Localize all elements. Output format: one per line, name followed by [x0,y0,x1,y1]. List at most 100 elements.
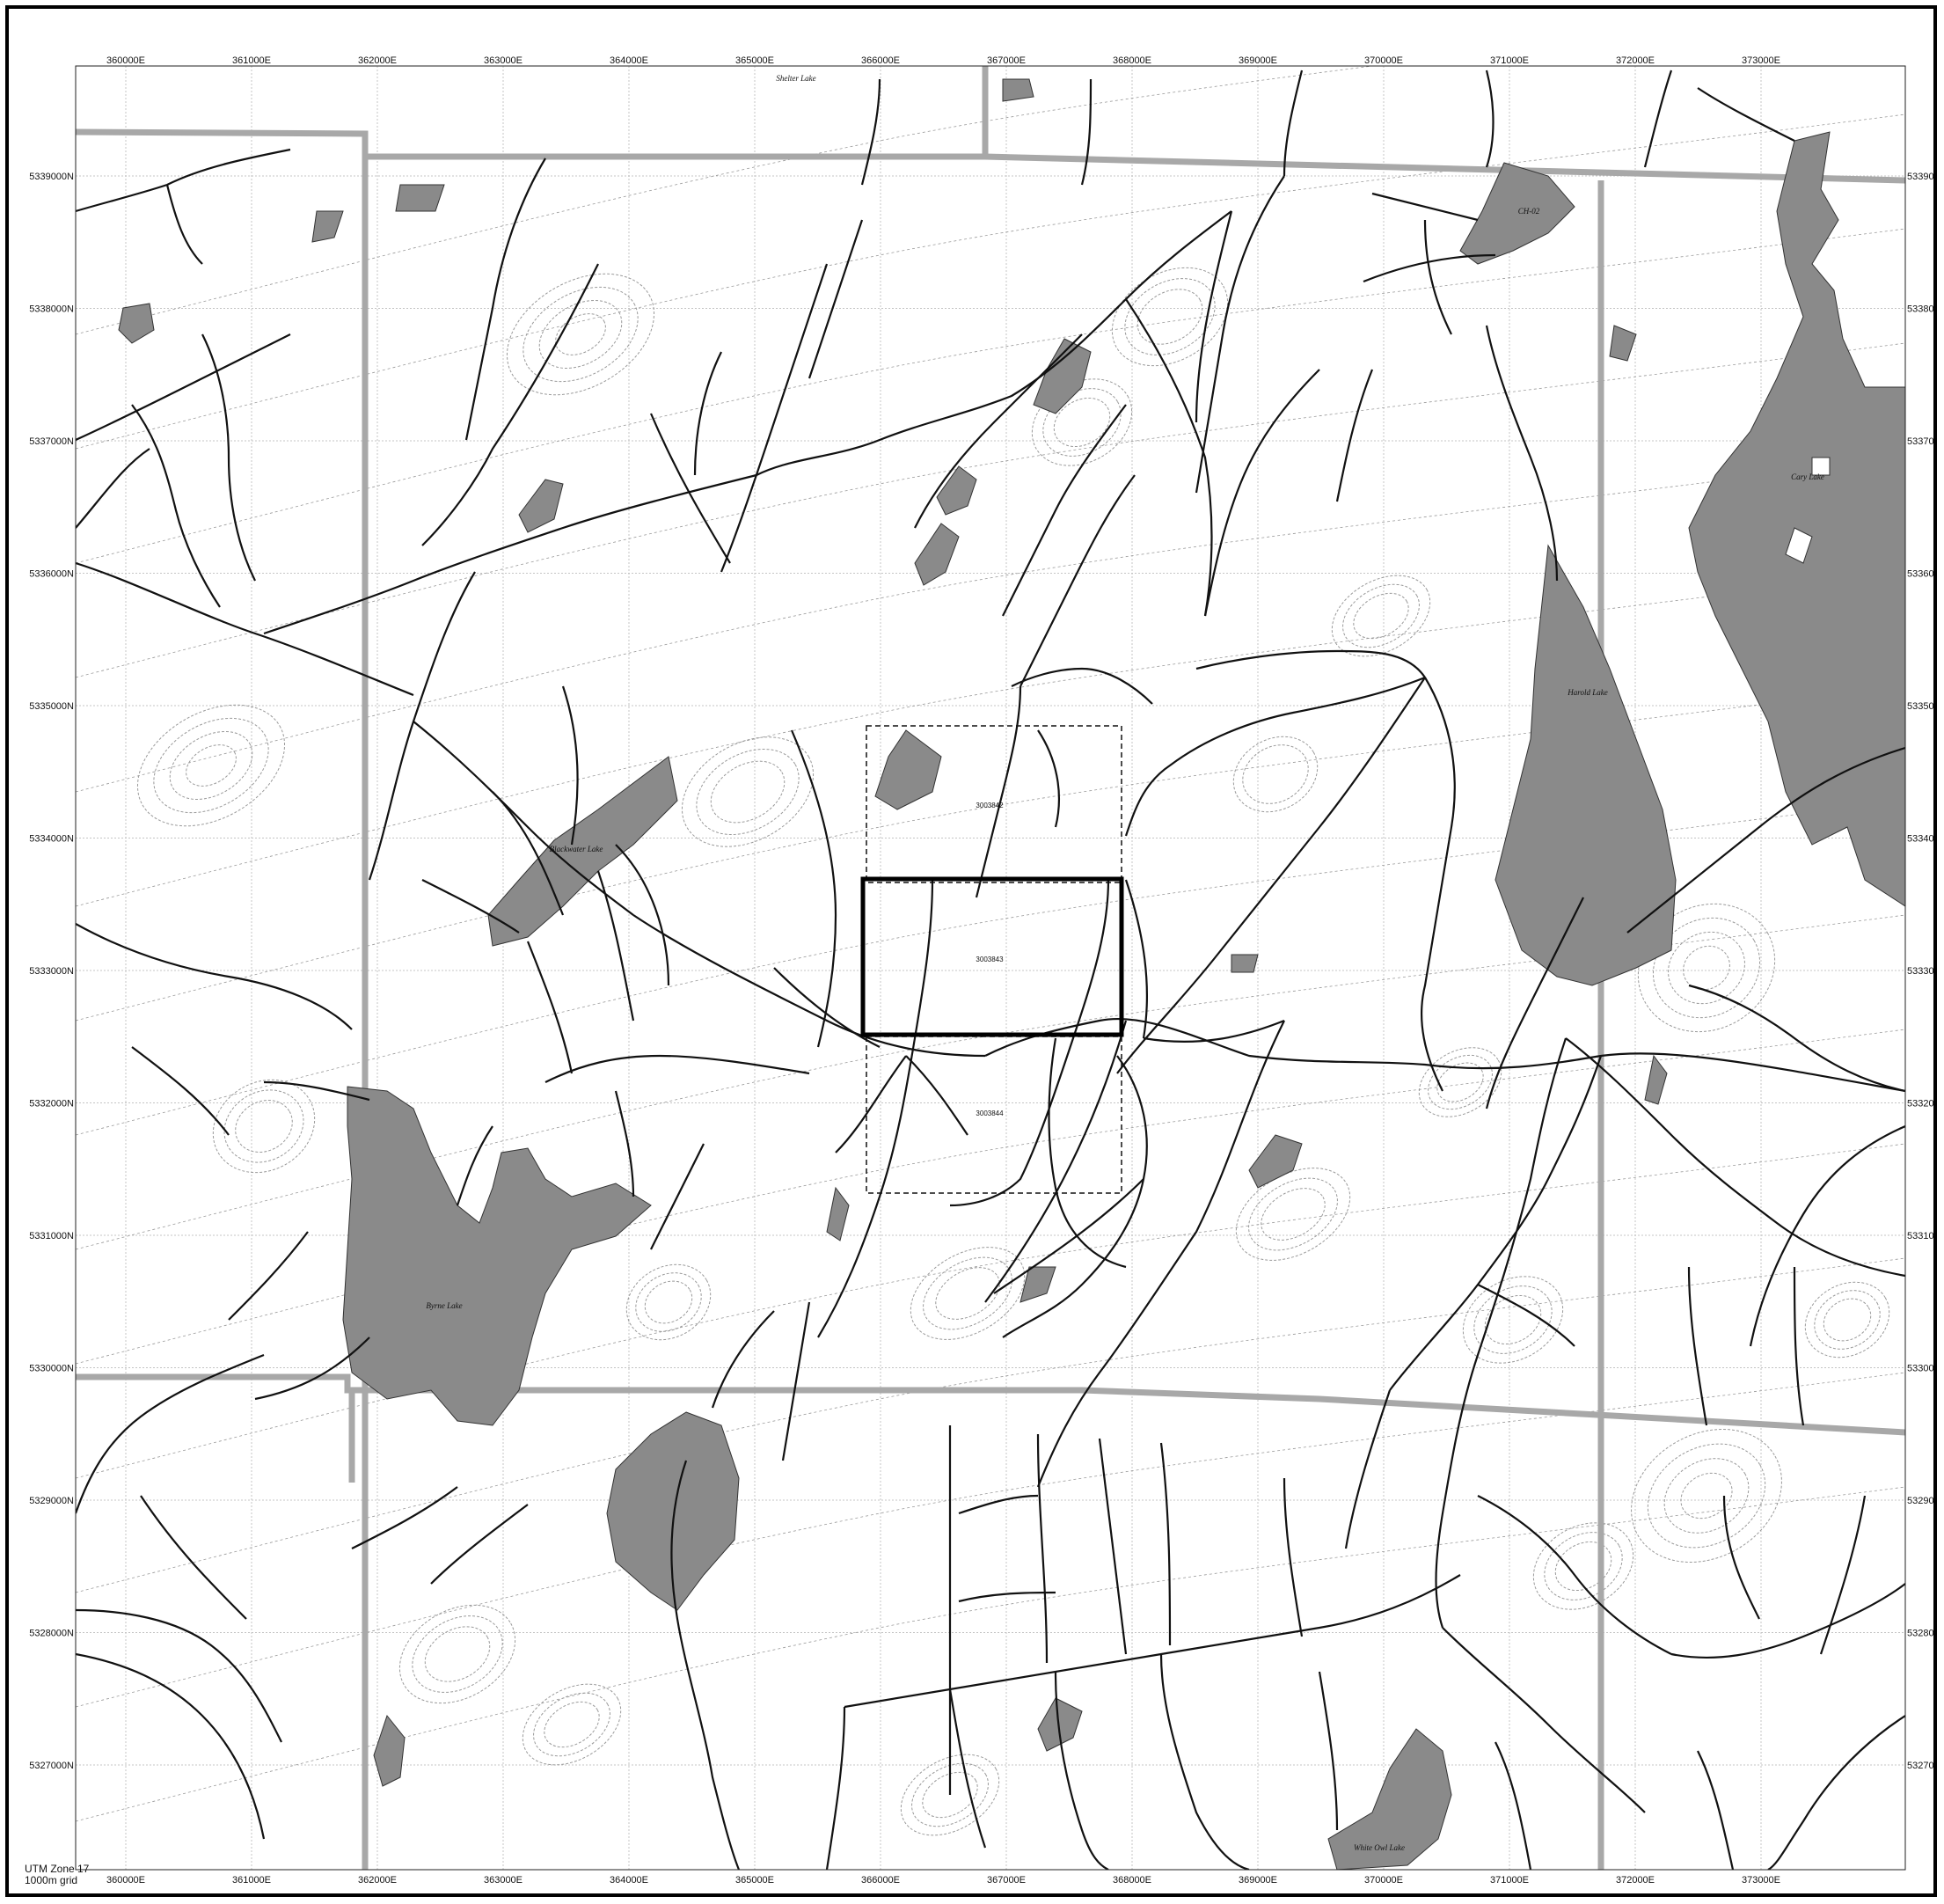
contour-ring [1814,1290,1881,1350]
lake-label-blackwater: Blackwater Lake [550,845,603,853]
white-owl-lake [1327,1728,1452,1870]
easting-label-top: 367000E [987,55,1026,66]
contour-ring [424,1626,491,1682]
easting-label-top: 370000E [1364,55,1403,66]
contour-ring [555,313,606,355]
northing-label-right: 53350 [1907,701,1934,712]
easting-label-bottom: 372000E [1616,1875,1655,1886]
northing-label-right: 53380 [1907,304,1934,315]
contour-ring [1652,917,1761,1019]
contour-ring [523,286,639,383]
contour-ring [696,748,800,836]
northing-label-right: 53360 [1907,569,1934,580]
easting-label-top: 369000E [1239,55,1277,66]
easting-label-bottom: 362000E [358,1875,397,1886]
byrne-lake [342,1086,652,1426]
contour-line [76,1143,1905,1479]
contour-line [76,685,1905,1022]
contour-line [76,1257,1905,1593]
map-neatline [75,65,1906,1871]
easting-label-top: 366000E [861,55,900,66]
lake-label-cary: Cary Lake [1791,472,1824,481]
easting-label-top: 365000E [735,55,774,66]
contour-ring [1663,1458,1750,1534]
contour-ring [1683,945,1730,991]
streams [76,70,1905,1870]
northing-label-left: 5329000N [29,1496,74,1506]
contour-ring [935,1267,1000,1320]
easting-label-bottom: 369000E [1239,1875,1277,1886]
contour-ring [136,704,286,827]
contour-ring [398,1604,516,1704]
contour-ring [1532,1522,1634,1610]
easting-label-bottom: 371000E [1490,1875,1529,1886]
contour-ring [1031,378,1133,466]
contour-ring [1053,397,1111,448]
easting-label-top: 373000E [1742,55,1780,66]
claim-label: 3003844 [976,1109,1004,1117]
northing-label-right: 53280 [1907,1629,1934,1639]
claim-3003843 [860,876,1124,1037]
contour-ring [506,273,655,396]
northing-label-left: 5336000N [29,569,74,580]
northing-label-right: 53370 [1907,436,1934,447]
northing-label-left: 5327000N [29,1761,74,1771]
easting-label-bottom: 360000E [106,1875,145,1886]
contour-ring [625,1263,712,1341]
northing-label-left: 5334000N [29,834,74,845]
contour-ring [212,1079,316,1174]
northing-label-right: 53320 [1907,1099,1934,1109]
easting-label-top: 360000E [106,55,145,66]
contour-ring [1331,575,1431,657]
easting-label-bottom: 367000E [987,1875,1026,1886]
contour-line [76,457,1905,793]
contour-ring [710,760,786,824]
lake-label-shelter: Shelter Lake [776,74,815,83]
contour-ring [1804,1281,1890,1358]
contour-ring [533,1692,610,1757]
contour-ring [235,1100,293,1153]
utm-zone-label: UTM Zone 17 [25,1863,90,1875]
northing-label-right: 53310 [1907,1231,1934,1241]
northing-label-right: 53330 [1907,966,1934,977]
contour-ring [1462,1276,1564,1364]
easting-label-top: 368000E [1113,55,1151,66]
contour-ring [635,1272,702,1332]
contour-line [76,1486,1905,1822]
blackwater-lake [487,756,678,947]
contour-line [76,800,1905,1136]
map-legend: UTM Zone 17 1000m grid [25,1864,89,1886]
contour-line [76,342,1905,678]
contour-ring [922,1771,978,1819]
northing-label-left: 5332000N [29,1099,74,1109]
contour-ring [1342,583,1420,648]
easting-label-bottom: 361000E [232,1875,271,1886]
contour-ring [1428,1054,1493,1110]
easting-label-top: 372000E [1616,55,1655,66]
lake-label-harold: Harold Lake [1567,688,1607,697]
contour-ring [923,1256,1012,1330]
northing-label-left: 5339000N [29,172,74,182]
claim-3003842 [866,725,1122,883]
northing-label-left: 5335000N [29,701,74,712]
easting-label-top: 371000E [1490,55,1529,66]
contour-ring [644,1280,693,1324]
contour-ring [223,1089,304,1163]
contour-ring [1232,736,1319,813]
mining-claims [860,725,1124,1194]
northing-label-left: 5331000N [29,1231,74,1241]
easting-label-bottom: 370000E [1364,1875,1403,1886]
contour-ring [1111,267,1229,367]
northing-label-left: 5333000N [29,966,74,977]
northing-label-left: 5338000N [29,304,74,315]
northing-label-left: 5337000N [29,436,74,447]
contour-ring [186,744,237,787]
easting-label-bottom: 364000E [610,1875,648,1886]
easting-label-top: 362000E [358,55,397,66]
contour-ring [1680,1472,1733,1520]
harold-lake [1495,544,1677,986]
grid-spacing-label: 1000m grid [25,1874,78,1886]
contour-ring [169,731,253,800]
contour-ring [1353,592,1409,640]
